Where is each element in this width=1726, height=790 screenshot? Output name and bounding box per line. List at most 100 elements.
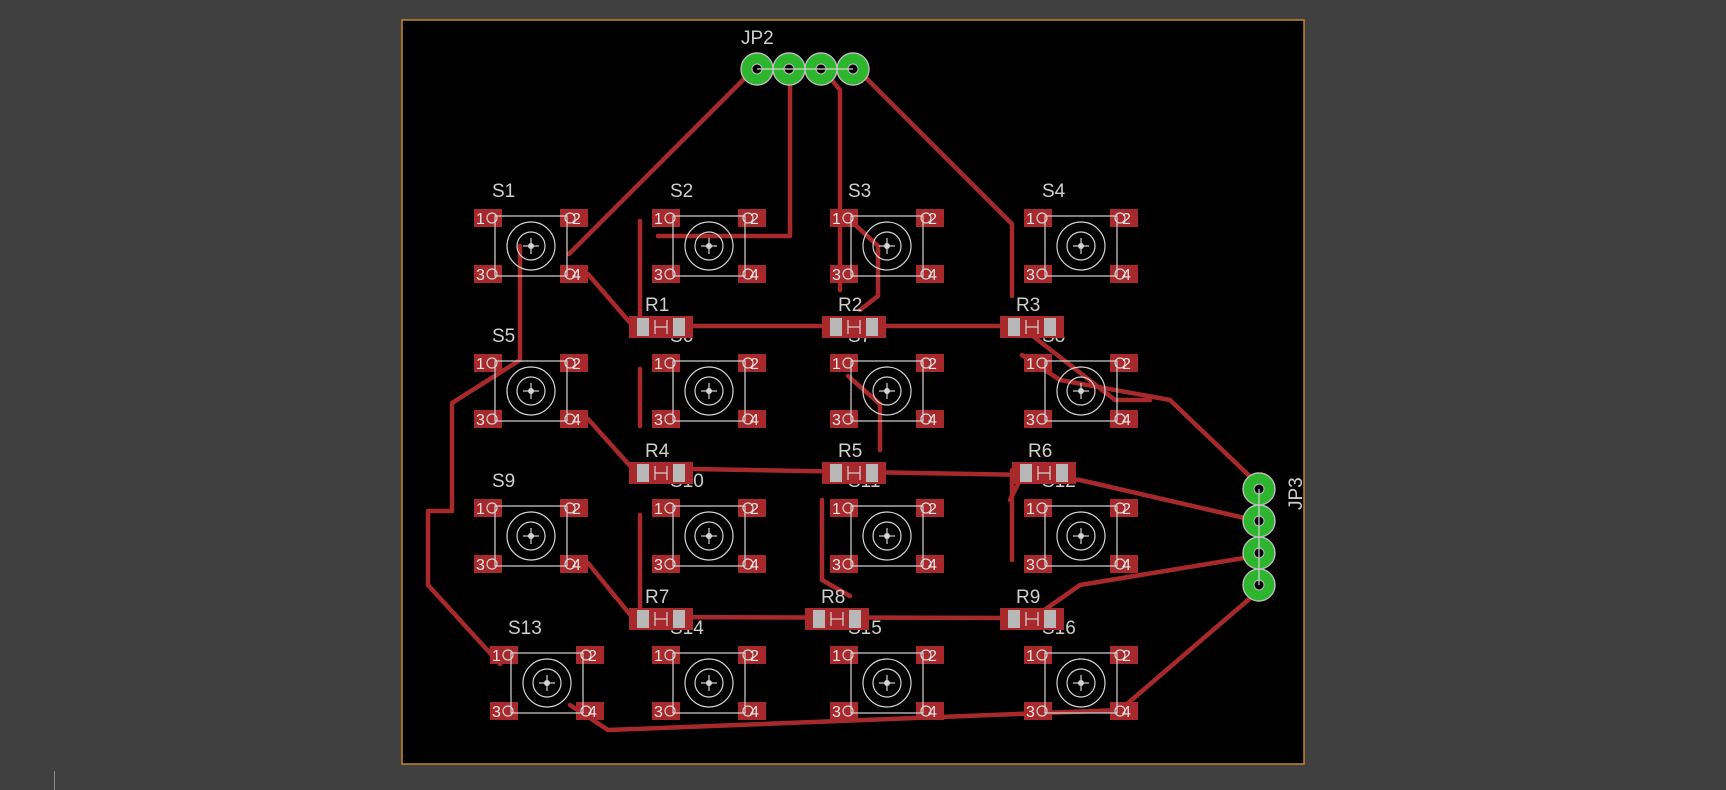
switch-actuator-inner bbox=[1066, 668, 1096, 698]
switch-actuator-ring bbox=[862, 366, 912, 416]
switch-pin-number: 4 bbox=[750, 557, 759, 574]
switch-pin-number: 2 bbox=[1122, 356, 1131, 373]
switch-body-outline bbox=[672, 215, 746, 277]
resistor-r6[interactable]: R6 bbox=[1012, 441, 1076, 484]
pad-hole bbox=[580, 649, 592, 661]
resistor-pad bbox=[813, 610, 825, 628]
pad-hole bbox=[920, 558, 932, 570]
switch-pin-number: 4 bbox=[572, 412, 581, 429]
cursor-marker bbox=[54, 771, 55, 790]
switch-pin-number: 3 bbox=[832, 267, 841, 284]
switch-actuator-inner bbox=[872, 376, 902, 406]
resistor-r8[interactable]: R8 bbox=[805, 587, 869, 630]
switch-pin-number: 3 bbox=[1026, 412, 1035, 429]
components-layer: 1234S11234S21234S31234S41234S51234S61234… bbox=[474, 28, 1307, 721]
switch-pin-number: 1 bbox=[476, 211, 485, 228]
resistor-pad bbox=[673, 610, 685, 628]
switch-s8[interactable]: 1234S8 bbox=[1024, 326, 1138, 429]
pad-hole bbox=[664, 357, 676, 369]
switch-label: S1 bbox=[492, 181, 515, 202]
resistor-label: R2 bbox=[838, 295, 862, 316]
copper-trace bbox=[847, 217, 881, 299]
pad-hole bbox=[564, 268, 576, 280]
switch-body-outline bbox=[850, 215, 924, 277]
resistor-label: R5 bbox=[838, 441, 862, 462]
resistor-r1[interactable]: R1 bbox=[629, 295, 693, 338]
resistor-r2[interactable]: R2 bbox=[822, 295, 886, 338]
pad-hole bbox=[486, 558, 498, 570]
pad-hole bbox=[1036, 413, 1048, 425]
switch-actuator-inner bbox=[1066, 521, 1096, 551]
resistor-label: R6 bbox=[1028, 441, 1052, 462]
resistor-r7[interactable]: R7 bbox=[629, 587, 693, 630]
switch-pin-number: 2 bbox=[588, 648, 597, 665]
switch-pin-number: 1 bbox=[832, 648, 841, 665]
pad-hole bbox=[1114, 268, 1126, 280]
switch-pin-number: 1 bbox=[476, 501, 485, 518]
switch-pin-number: 2 bbox=[750, 501, 759, 518]
switch-pin-number: 3 bbox=[1026, 704, 1035, 721]
resistor-label: R9 bbox=[1016, 587, 1040, 608]
switch-body-outline bbox=[850, 505, 924, 567]
switch-label: S3 bbox=[848, 181, 871, 202]
header-jp2[interactable]: JP2 bbox=[740, 28, 870, 86]
switch-actuator-inner bbox=[516, 376, 546, 406]
switch-body-outline bbox=[850, 652, 924, 714]
switch-actuator-inner bbox=[532, 668, 562, 698]
resistor-r3[interactable]: R3 bbox=[1000, 295, 1064, 338]
pad-hole bbox=[1036, 502, 1048, 514]
resistor-r9[interactable]: R9 bbox=[1000, 587, 1064, 630]
switch-body-outline bbox=[850, 360, 924, 422]
pad-hole bbox=[486, 268, 498, 280]
switch-pin-number: 4 bbox=[572, 267, 581, 284]
switch-pin-number: 4 bbox=[750, 412, 759, 429]
pad-hole bbox=[920, 212, 932, 224]
switch-pin-number: 2 bbox=[750, 211, 759, 228]
resistor-label: R4 bbox=[645, 441, 670, 462]
resistor-pad bbox=[1056, 464, 1068, 482]
pad-hole bbox=[842, 558, 854, 570]
resistor-label: R1 bbox=[645, 295, 669, 316]
switch-actuator-inner bbox=[872, 521, 902, 551]
switch-label: S9 bbox=[492, 471, 515, 492]
switch-actuator-inner bbox=[694, 231, 724, 261]
switch-pin-number: 2 bbox=[572, 356, 581, 373]
switch-body-outline bbox=[1044, 652, 1118, 714]
pad-hole bbox=[502, 649, 514, 661]
pad-hole bbox=[842, 212, 854, 224]
resistor-pad bbox=[1008, 610, 1020, 628]
resistor-pad bbox=[849, 610, 861, 628]
resistor-pad bbox=[830, 318, 842, 336]
pad-hole bbox=[564, 558, 576, 570]
switch-actuator-inner bbox=[872, 668, 902, 698]
switch-body-outline bbox=[494, 360, 568, 422]
switch-pin-number: 4 bbox=[572, 557, 581, 574]
switch-label: S4 bbox=[1042, 181, 1066, 202]
switch-actuator-inner bbox=[872, 231, 902, 261]
switch-pin-number: 3 bbox=[832, 412, 841, 429]
switch-body-outline bbox=[1044, 360, 1118, 422]
header-jp3[interactable]: JP3 bbox=[1242, 472, 1307, 602]
copper-trace bbox=[1030, 552, 1265, 621]
switch-pin-number: 4 bbox=[1122, 704, 1131, 721]
pad-hole bbox=[842, 705, 854, 717]
resistor-r4[interactable]: R4 bbox=[629, 441, 693, 484]
switch-actuator-ring bbox=[862, 221, 912, 271]
resistor-r5[interactable]: R5 bbox=[822, 441, 886, 484]
resistor-pad bbox=[637, 318, 649, 336]
switch-pin-number: 1 bbox=[832, 211, 841, 228]
switch-actuator-ring bbox=[862, 658, 912, 708]
switch-actuator-ring bbox=[1056, 658, 1106, 708]
pad-hole bbox=[1036, 268, 1048, 280]
pad-hole bbox=[664, 705, 676, 717]
switch-pin-number: 4 bbox=[1122, 412, 1131, 429]
switch-s14[interactable]: 1234S14 bbox=[652, 618, 766, 721]
